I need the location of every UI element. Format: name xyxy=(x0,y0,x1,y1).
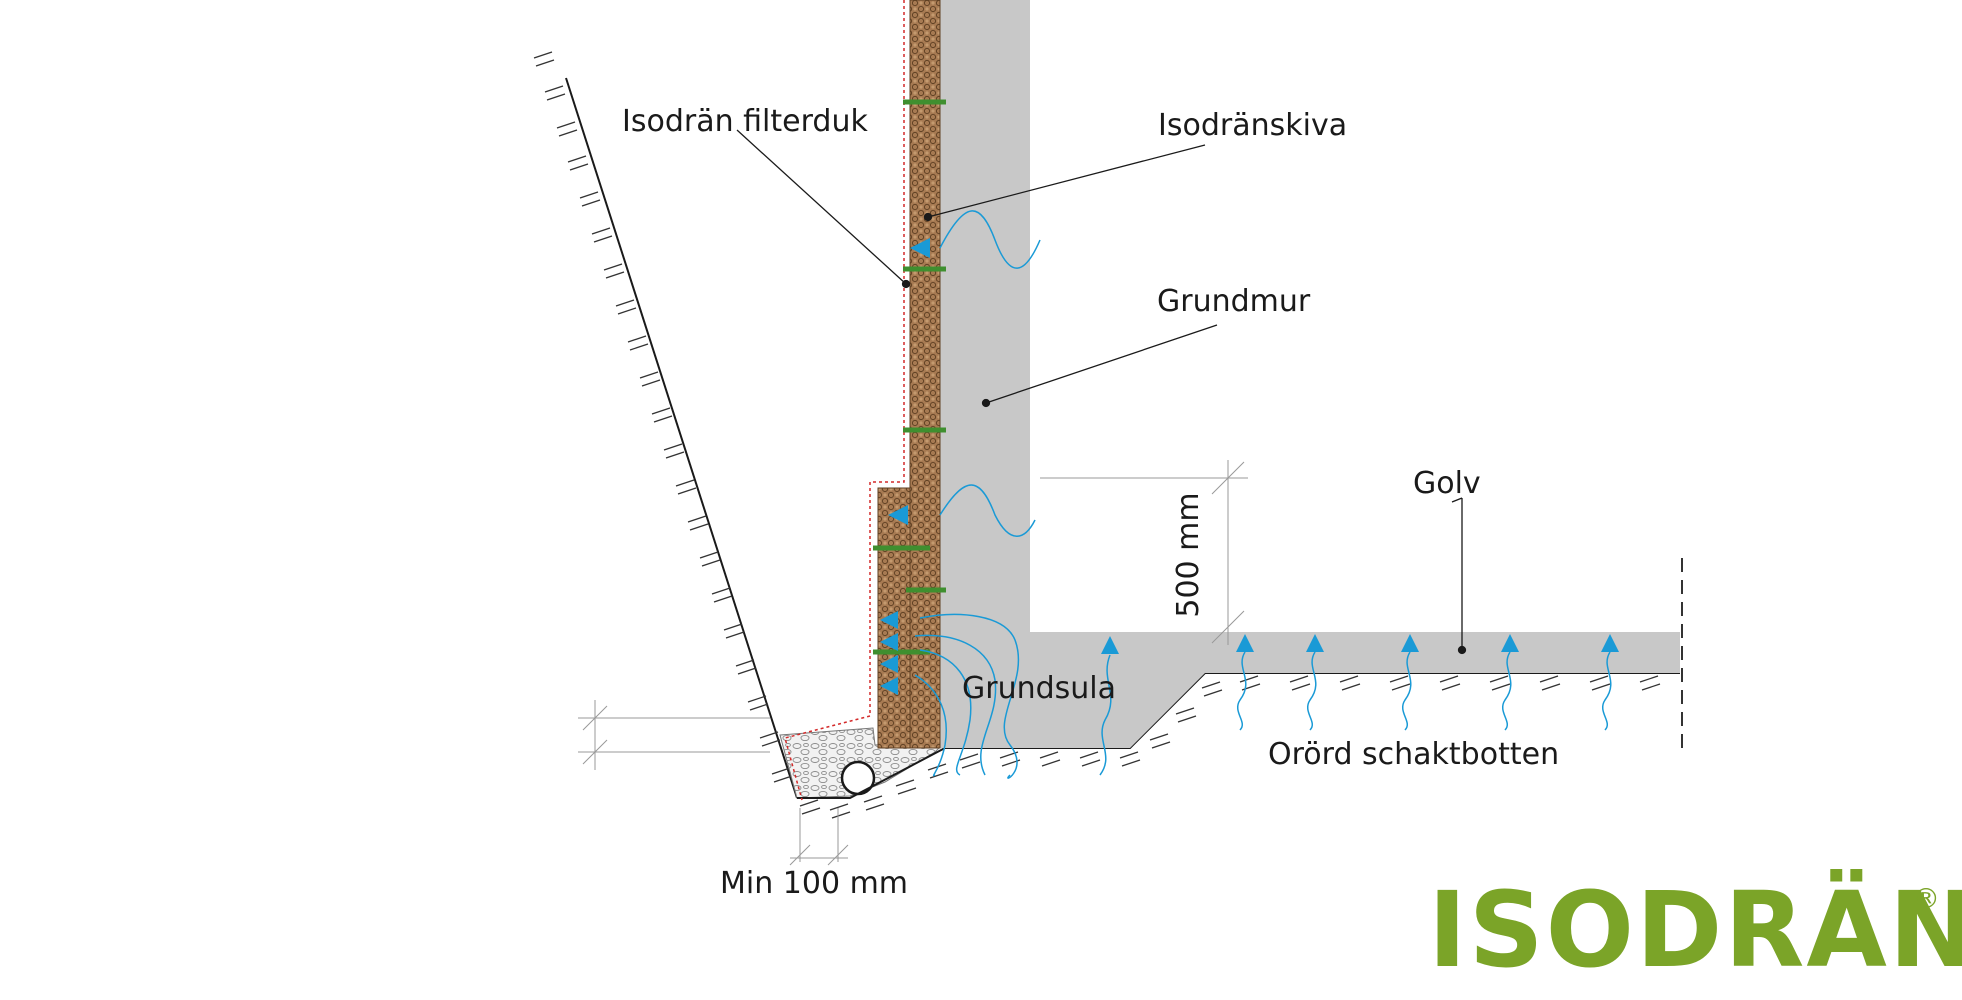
registered-mark: ® xyxy=(1912,882,1940,915)
water-flow-arrows xyxy=(880,238,1619,695)
min-distance-dimension xyxy=(578,700,849,866)
height-dimension-label: 500 mm xyxy=(1171,492,1206,617)
label-isodranskiva: Isodränskiva xyxy=(1158,108,1347,143)
drain-pipe xyxy=(840,760,876,796)
foundation-concrete xyxy=(940,0,1680,748)
filter-fabric-line xyxy=(784,0,905,801)
excavation-slope xyxy=(533,51,798,799)
min-distance-label: Min 100 mm xyxy=(720,866,908,901)
label-schaktbotten: Orörd schaktbotten xyxy=(1268,737,1559,772)
isodran-logo: ISODRÄN xyxy=(1428,869,1962,991)
leader-lines xyxy=(736,129,1467,655)
drainage-board xyxy=(877,0,941,749)
water-flow-lines xyxy=(914,210,1612,779)
label-grundmur: Grundmur xyxy=(1157,284,1311,319)
label-golv: Golv xyxy=(1413,466,1481,501)
height-dimension xyxy=(1040,460,1248,645)
board-anchors xyxy=(873,99,946,655)
label-grundsula: Grundsula xyxy=(962,671,1116,706)
label-filterduk: Isodrän filterduk xyxy=(622,104,868,139)
